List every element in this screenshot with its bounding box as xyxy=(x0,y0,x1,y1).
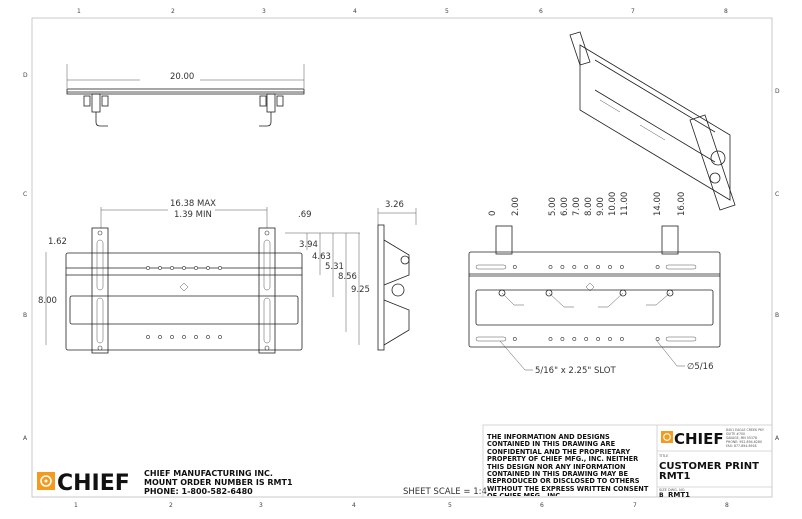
dim-width-min: 1.39 MIN xyxy=(174,210,212,220)
confidentiality-notice: THE INFORMATION AND DESIGNS CONTAINED IN… xyxy=(487,434,649,496)
dim-width: 20.00 xyxy=(170,72,194,82)
position-label: 16.00 xyxy=(677,192,687,216)
position-label: 11.00 xyxy=(620,192,630,216)
col-label: 1 xyxy=(77,8,81,15)
mounting-hole xyxy=(512,337,517,341)
title-block-brand: CHIEF xyxy=(674,430,724,448)
col-label: 2 xyxy=(171,8,175,15)
drawing-title: CUSTOMER PRINT xyxy=(659,461,759,472)
size-label: SIZE xyxy=(659,488,667,492)
zone-markers: 1 2 3 4 5 6 7 8 1 2 3 4 5 6 7 8 D C B A … xyxy=(23,8,780,509)
dim-width-max: 16.38 MAX xyxy=(170,199,216,209)
col-label: 2 xyxy=(169,502,173,509)
order-number: MOUNT ORDER NUMBER IS RMT1 xyxy=(144,478,293,487)
sheet-scale: SHEET SCALE = 1:4 xyxy=(403,487,487,497)
mounting-hole xyxy=(655,337,660,341)
col-label: 3 xyxy=(262,8,266,15)
address-line: PHONE: 952-894-6280 xyxy=(726,440,762,444)
mounting-hole xyxy=(548,337,553,341)
mounting-hole xyxy=(596,337,601,341)
mounting-hole xyxy=(572,337,577,341)
dim-depth: 3.26 xyxy=(385,200,404,210)
isometric-view xyxy=(569,31,736,211)
address-line: SAVAGE, MN 55378 xyxy=(726,436,757,440)
row-label: B xyxy=(775,312,779,319)
drawing-title-model: RMT1 xyxy=(659,471,690,482)
mounting-hole xyxy=(572,265,577,269)
row-label: A xyxy=(23,435,28,442)
position-label: 8.00 xyxy=(584,197,594,216)
dim-8-00: 8.00 xyxy=(38,296,57,306)
col-label: 3 xyxy=(259,502,263,509)
row-label: B xyxy=(23,312,27,319)
phone-number: PHONE: 1-800-582-6480 xyxy=(144,487,253,496)
sheet-size: B xyxy=(659,492,664,499)
row-label: C xyxy=(775,191,779,198)
dim-4-63: 4.63 xyxy=(312,252,331,262)
hole-callout: ∅5/16 xyxy=(687,362,714,372)
position-label: 0 xyxy=(488,211,498,216)
col-label: 5 xyxy=(445,8,449,15)
col-label: 6 xyxy=(539,8,543,15)
sheet-border xyxy=(31,17,773,498)
hole-pattern-view: 0 2.00 5.00 6.00 7.00 8.00 9.00 10.00 11… xyxy=(468,192,721,376)
mounting-hole xyxy=(608,265,612,269)
col-label: 7 xyxy=(631,8,635,15)
dim-8-56: 8.56 xyxy=(338,272,357,282)
dim-1-62: 1.62 xyxy=(48,237,67,247)
position-label: 7.00 xyxy=(572,197,582,216)
slot-callout: 5/16" x 2.25" SLOT xyxy=(535,366,616,376)
brand-wordmark: CHIEF xyxy=(57,471,130,496)
address-line: 8401 EAGLE CREEK PKY xyxy=(726,428,764,432)
mounting-hole xyxy=(620,337,624,341)
mounting-hole xyxy=(620,265,624,269)
col-label: 4 xyxy=(353,8,357,15)
position-label: 6.00 xyxy=(560,197,570,216)
mounting-hole xyxy=(596,265,601,269)
top-view: 20.00 xyxy=(66,64,305,127)
title-label: TITLE xyxy=(658,454,668,458)
col-label: 1 xyxy=(74,502,78,509)
col-label: 4 xyxy=(352,502,356,509)
mounting-hole xyxy=(584,265,589,269)
col-label: 5 xyxy=(448,502,452,509)
col-label: 8 xyxy=(724,8,728,15)
col-label: 8 xyxy=(725,502,729,509)
address-line: SUITE #700 xyxy=(726,432,745,436)
address-line: FAX: 877-894-6918 xyxy=(726,444,757,448)
col-label: 7 xyxy=(633,502,637,509)
col-label: 6 xyxy=(540,502,544,509)
hole-position-labels: 0 2.00 5.00 6.00 7.00 8.00 9.00 10.00 11… xyxy=(488,192,687,216)
chief-logo: CHIEF xyxy=(37,471,130,496)
position-label: 9.00 xyxy=(596,197,606,216)
company-name: CHIEF MANUFACTURING INC. xyxy=(144,469,273,478)
row-label: C xyxy=(23,191,27,198)
position-label: 5.00 xyxy=(548,197,558,216)
drawing-number: RMT1 xyxy=(668,491,690,499)
side-view: 3.26 xyxy=(377,200,417,351)
mounting-hole xyxy=(512,265,517,269)
position-label: 10.00 xyxy=(608,192,618,216)
mounting-hole xyxy=(548,265,553,269)
mounting-hole xyxy=(560,337,565,341)
mounting-hole xyxy=(560,265,565,269)
dim-5-31: 5.31 xyxy=(325,262,344,272)
row-label: A xyxy=(775,435,780,442)
dim-3-94: 3.94 xyxy=(299,240,318,250)
row-label: D xyxy=(775,88,780,95)
dwg-no-label: DWG. NO. xyxy=(668,488,685,492)
position-label: 14.00 xyxy=(653,192,663,216)
row-label: D xyxy=(23,72,28,79)
dim-9-25: 9.25 xyxy=(351,285,370,295)
front-view: 16.38 MAX 1.39 MIN 8.00 1.62 .69 3.94 4.… xyxy=(38,199,370,354)
position-label: 2.00 xyxy=(511,197,521,216)
dim-0-69: .69 xyxy=(298,210,312,220)
mounting-hole xyxy=(584,337,589,341)
mounting-hole xyxy=(655,265,660,269)
mounting-hole xyxy=(608,337,612,341)
title-block: THE INFORMATION AND DESIGNS CONTAINED IN… xyxy=(482,424,773,499)
